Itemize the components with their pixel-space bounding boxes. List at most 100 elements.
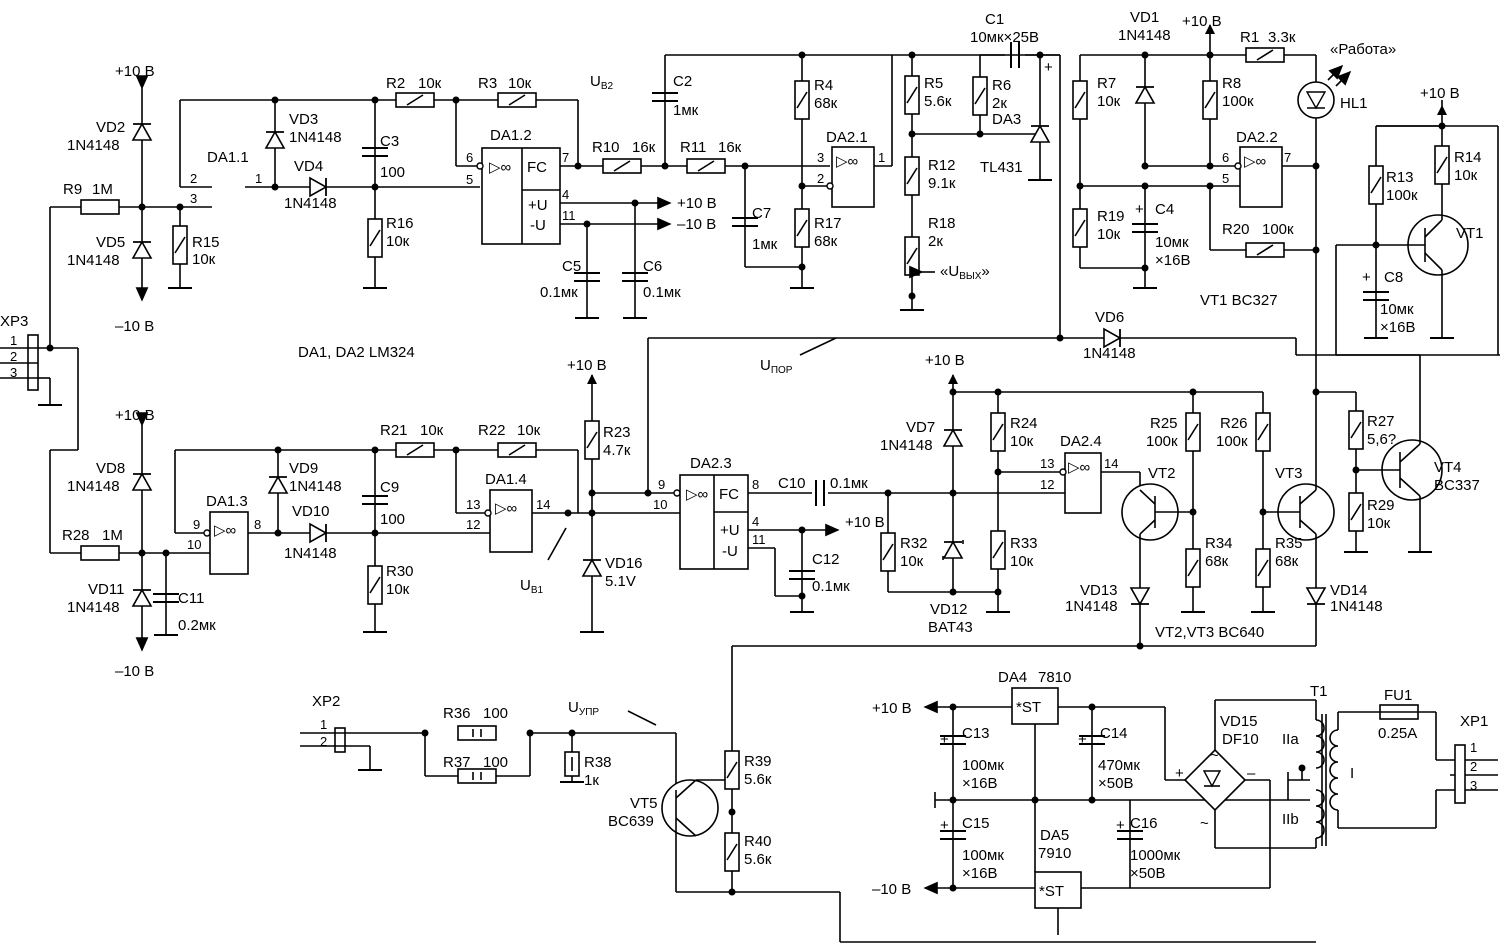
c14-label: C14 xyxy=(1100,725,1128,742)
input-block-bottom xyxy=(50,374,1065,652)
xp3-pin2: 2 xyxy=(10,349,17,364)
vd2-type: 1N4148 xyxy=(67,137,120,154)
r16-value: 10к xyxy=(386,233,410,250)
r13-label: R13 xyxy=(1386,169,1414,186)
xp1-pin2: 2 xyxy=(1470,759,1477,774)
pin: 10 xyxy=(653,497,667,512)
pin: 11 xyxy=(562,208,576,223)
pin: 4 xyxy=(562,187,569,202)
c7-value: 1мк xyxy=(752,236,778,253)
r8-label: R8 xyxy=(1222,75,1241,92)
c9-label: C9 xyxy=(380,479,399,496)
r24-label: R24 xyxy=(1010,415,1038,432)
vt1-note: VT1 BC327 xyxy=(1200,292,1278,309)
r21-label: R21 xyxy=(380,422,408,439)
bridge-ac-top: ~ xyxy=(1210,747,1219,764)
r32-label: R32 xyxy=(900,535,928,552)
r3-label: R3 xyxy=(478,75,497,92)
r3-value: 10к xyxy=(508,75,532,92)
bridge-plus: + xyxy=(1175,765,1184,782)
r23-label: R23 xyxy=(603,424,631,441)
xp3-pin1: 1 xyxy=(10,333,17,348)
indicator-block xyxy=(1072,24,1500,470)
r2-label: R2 xyxy=(386,75,405,92)
pin: 12 xyxy=(1040,477,1054,492)
c7-label: C7 xyxy=(752,205,771,222)
vd16-label: VD16 xyxy=(605,555,643,572)
rail-m10-b: –10 В xyxy=(115,663,154,680)
input-block-top xyxy=(49,41,1061,348)
da23-plus-u: +U xyxy=(720,522,740,539)
c15-value2: ×16В xyxy=(962,865,997,882)
ub2-label: UB2 xyxy=(590,73,614,92)
c6-label: C6 xyxy=(643,258,662,275)
r26-label: R26 xyxy=(1220,415,1248,432)
da3-type: TL431 xyxy=(980,159,1023,176)
vd7-label: VD7 xyxy=(906,419,935,436)
xp2-pin2: 2 xyxy=(320,734,327,749)
rail-p10-i: +10 В xyxy=(872,700,912,717)
r38-label: R38 xyxy=(584,754,612,771)
r7-value: 10к xyxy=(1097,93,1121,110)
r18-value: 2к xyxy=(928,233,943,250)
r20-label: R20 xyxy=(1222,221,1250,238)
vd8-label: VD8 xyxy=(96,460,125,477)
da12-plus-u: +U xyxy=(528,197,548,214)
winding-i: I xyxy=(1350,765,1354,782)
r1-value: 3.3к xyxy=(1268,29,1296,46)
pin: 11 xyxy=(752,532,766,547)
r30-value: 10к xyxy=(386,581,410,598)
r1-label: R1 xyxy=(1240,29,1259,46)
r6-value: 2к xyxy=(992,95,1007,112)
rail-p10-f: +10 В xyxy=(925,352,965,369)
vd3-type: 1N4148 xyxy=(289,129,342,146)
c3-label: C3 xyxy=(380,133,399,150)
uupr-label: UУПР xyxy=(568,699,599,718)
vd13-type: 1N4148 xyxy=(1065,598,1118,615)
c14-value2: ×50В xyxy=(1098,775,1133,792)
pin: 13 xyxy=(1040,456,1054,471)
rail-p10-d: +10 В xyxy=(567,357,607,374)
da22-symbol: ▷∞ xyxy=(1244,153,1267,170)
xp3-pin3: 3 xyxy=(10,365,17,380)
r4-label: R4 xyxy=(814,77,833,94)
vd6-label: VD6 xyxy=(1095,309,1124,326)
c2-value: 1мк xyxy=(673,102,699,119)
r27-label: R27 xyxy=(1367,413,1395,430)
c16-value2: ×50В xyxy=(1130,865,1165,882)
vd4-type: 1N4148 xyxy=(284,195,337,212)
rail-m10-c: –10 В xyxy=(677,216,716,233)
r9-label: R9 xyxy=(63,181,82,198)
rail-m10-a: –10 В xyxy=(115,318,154,335)
r11-label: R11 xyxy=(680,139,706,156)
c13-value2: ×16В xyxy=(962,775,997,792)
r2-value: 10к xyxy=(418,75,442,92)
da11-label: DA1.1 xyxy=(207,149,249,166)
da12-minus-u: -U xyxy=(530,217,546,234)
r32-value: 10к xyxy=(900,553,924,570)
vd11-type: 1N4148 xyxy=(67,599,120,616)
r35-value: 68к xyxy=(1275,553,1299,570)
da12-symbol: ▷∞ xyxy=(489,159,512,176)
vd5-type: 1N4148 xyxy=(67,252,120,269)
c3-value: 100 xyxy=(380,164,405,181)
pin: 2 xyxy=(190,171,197,186)
r27-value: 5,6? xyxy=(1367,431,1396,448)
da4-type: 7810 xyxy=(1038,669,1071,686)
r14-value: 10к xyxy=(1454,167,1478,184)
vd14-label: VD14 xyxy=(1330,582,1368,599)
r20-value: 100к xyxy=(1262,221,1294,238)
r25-label: R25 xyxy=(1150,415,1178,432)
pin: 9 xyxy=(193,517,200,532)
c1-plus: + xyxy=(1044,59,1053,76)
vd9-label: VD9 xyxy=(289,460,318,477)
da12-label: DA1.2 xyxy=(490,127,532,144)
xp1-pin1: 1 xyxy=(1470,740,1477,755)
c5-label: C5 xyxy=(562,258,581,275)
c8-label: C8 xyxy=(1384,269,1403,286)
vd5-label: VD5 xyxy=(96,234,125,251)
xp3-label: XP3 xyxy=(0,313,28,330)
pin: 1 xyxy=(878,150,885,165)
c4-value1: 10мк xyxy=(1155,234,1189,251)
hl1-caption: «Работа» xyxy=(1330,41,1396,58)
